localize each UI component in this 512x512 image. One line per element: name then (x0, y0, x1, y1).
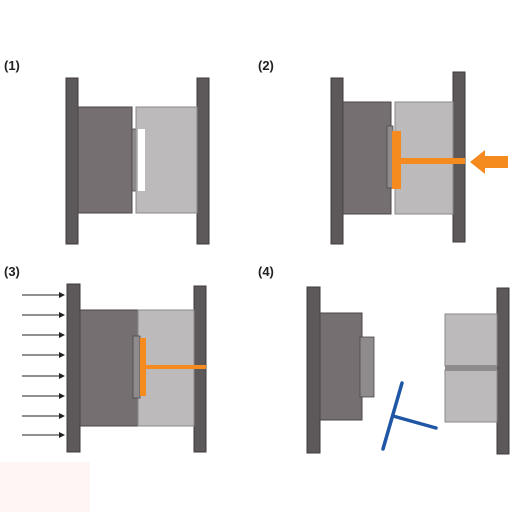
step-label-4: (4) (258, 264, 274, 279)
left-platen (306, 286, 321, 454)
left-mold-half (319, 312, 363, 421)
corner-artifact (0, 462, 90, 512)
left-platen (65, 77, 79, 245)
ejector-plate-lower (444, 369, 498, 423)
step-2-injection (330, 71, 508, 245)
step-label-3: (3) (4, 264, 20, 279)
step-4-ejection (306, 286, 510, 455)
left-mold-half (77, 106, 133, 214)
step-label-1: (1) (4, 58, 20, 73)
injection-arrow-icon (470, 150, 508, 174)
ejector-gap (445, 365, 497, 371)
molten-plastic-runner (400, 158, 465, 164)
clamp-force-arrows (22, 292, 65, 438)
core-protrusion (359, 336, 375, 398)
left-platen (66, 283, 81, 453)
right-mold-half (135, 106, 198, 214)
right-platen (452, 71, 466, 243)
filled-part-flange (140, 338, 146, 396)
right-platen (196, 77, 210, 245)
right-platen (496, 287, 510, 455)
molten-plastic-flange (392, 131, 401, 189)
mold-cavity (138, 129, 145, 191)
filled-part-runner (145, 365, 206, 369)
core-protrusion (132, 335, 141, 399)
step-3-clamp-pressure (22, 283, 207, 453)
ejected-part (381, 381, 438, 451)
left-mold-half (342, 101, 392, 215)
left-platen (330, 77, 344, 245)
step-label-2: (2) (258, 58, 274, 73)
step-1-mold-open (65, 77, 210, 245)
ejector-plate-upper (444, 313, 498, 367)
left-mold-half (79, 309, 139, 427)
